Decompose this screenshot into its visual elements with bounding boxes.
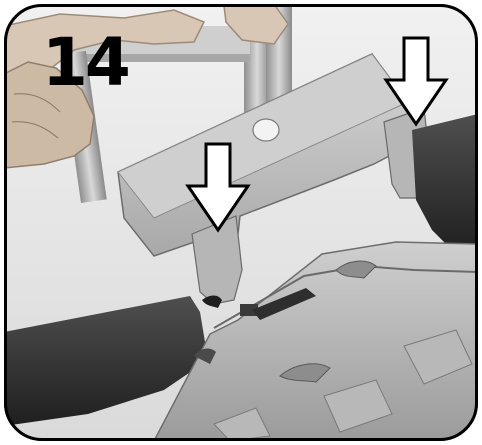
step-number: 14 (42, 24, 131, 101)
photo-frame: 14 (4, 4, 478, 441)
down-arrow-icon (383, 36, 449, 127)
hands (4, 4, 289, 169)
cushion-pads (4, 114, 478, 426)
handle-hole (252, 118, 280, 142)
down-arrow-icon (185, 142, 251, 233)
assembly-photo (4, 4, 478, 441)
base-platform (153, 241, 478, 441)
